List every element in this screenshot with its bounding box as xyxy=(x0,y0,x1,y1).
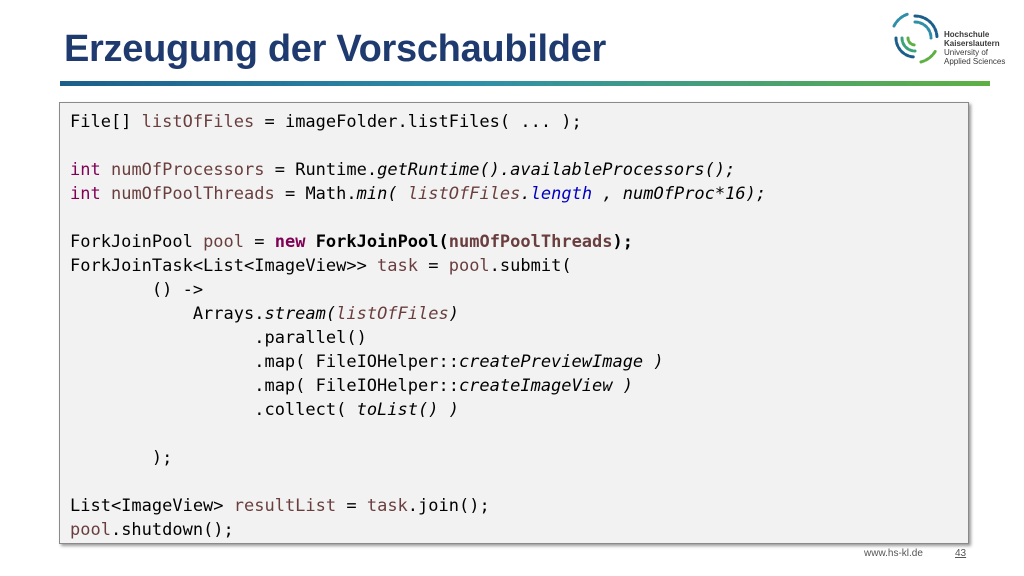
code-token: , numOfProc*16); xyxy=(592,184,767,204)
code-token: listOfFiles xyxy=(336,304,449,324)
code-line: int numOfPoolThreads = Math.min( listOfF… xyxy=(70,182,766,206)
code-line xyxy=(70,422,766,446)
logo-text: Hochschule Kaiserslautern University of … xyxy=(944,30,1005,66)
code-token: stream( xyxy=(264,304,337,324)
code-line: int numOfProcessors = Runtime.getRuntime… xyxy=(70,158,766,182)
code-token: .submit( xyxy=(489,256,572,276)
code-token: numOfProcessors xyxy=(110,160,265,180)
code-token: = xyxy=(336,496,367,516)
code-line: ForkJoinPool pool = new ForkJoinPool(num… xyxy=(70,230,766,254)
code-line: .map( FileIOHelper::createImageView ) xyxy=(70,374,766,398)
code-token: toList() ) xyxy=(356,400,459,420)
code-token: File[] xyxy=(70,112,142,132)
code-token: listOfFiles xyxy=(407,184,521,204)
code-line: File[] listOfFiles = imageFolder.listFil… xyxy=(70,110,766,134)
code-token: new xyxy=(274,232,306,252)
code-token: .map( FileIOHelper:: xyxy=(70,376,459,396)
code-token: numOfPoolThreads xyxy=(110,184,275,204)
code-line: pool.shutdown(); xyxy=(70,518,766,542)
code-token: . xyxy=(520,184,531,204)
code-line: .collect( toList() ) xyxy=(70,398,766,422)
code-line xyxy=(70,134,766,158)
code-token: ) xyxy=(448,304,459,324)
logo-mark-icon xyxy=(892,12,939,64)
code-token: listOfFiles xyxy=(141,112,255,132)
code-token: ForkJoinPool( xyxy=(305,232,449,252)
code-token xyxy=(101,160,111,180)
code-token: .map( FileIOHelper:: xyxy=(70,352,459,372)
code-token: pool xyxy=(203,232,245,252)
code-token: .collect( xyxy=(70,400,357,420)
code-token: createPreviewImage ) xyxy=(458,352,664,372)
code-line: List<ImageView> resultList = task.join()… xyxy=(70,494,766,518)
code-line: Arrays.stream(listOfFiles) xyxy=(70,302,766,326)
university-logo: Hochschule Kaiserslautern University of … xyxy=(888,8,1018,74)
code-line: ); xyxy=(70,446,766,470)
code-token: length xyxy=(530,184,593,204)
code-token: task xyxy=(366,496,408,516)
code-line: .map( FileIOHelper::createPreviewImage ) xyxy=(70,350,766,374)
code-token: = xyxy=(418,256,449,276)
code-token: int xyxy=(70,184,101,204)
title-underline-bar xyxy=(60,81,990,86)
code-token: pool xyxy=(448,256,490,276)
code-token: createImageView ) xyxy=(458,376,633,396)
footer-url: www.hs-kl.de xyxy=(864,548,923,559)
logo-name-line1: Hochschule xyxy=(944,30,990,39)
code-token: = Runtime. xyxy=(264,160,378,180)
code-token: List<ImageView> xyxy=(70,496,234,516)
code-token: numOfPoolThreads xyxy=(448,232,613,252)
code-token: = imageFolder.listFiles( ... ); xyxy=(254,112,582,132)
logo-sub-line1: University of xyxy=(944,48,989,57)
code-token: pool xyxy=(70,520,111,540)
code-token: task xyxy=(377,256,418,276)
code-line xyxy=(70,206,766,230)
code-token: .shutdown(); xyxy=(110,520,234,540)
slide-title: Erzeugung der Vorschaubilder xyxy=(64,28,606,70)
code-token: .parallel() xyxy=(70,328,367,348)
code-listing-box: File[] listOfFiles = imageFolder.listFil… xyxy=(59,102,969,544)
code-token: int xyxy=(70,160,101,180)
page-number: 43 xyxy=(955,548,967,559)
code-token: ForkJoinPool xyxy=(70,232,204,252)
code-listing: File[] listOfFiles = imageFolder.listFil… xyxy=(70,110,766,542)
code-line: () -> xyxy=(70,278,766,302)
logo-name-line2: Kaiserslautern xyxy=(944,39,1000,48)
code-token: min( xyxy=(356,184,408,204)
code-token: getRuntime().availableProcessors(); xyxy=(377,160,736,180)
code-token: () -> xyxy=(70,280,204,300)
code-token: .join(); xyxy=(407,496,490,516)
code-token: ); xyxy=(70,448,173,468)
code-token: ); xyxy=(612,232,633,252)
logo-sub-line2: Applied Sciences xyxy=(944,57,1006,66)
code-line xyxy=(70,470,766,494)
code-token: = Math. xyxy=(274,184,357,204)
code-line: .parallel() xyxy=(70,326,766,350)
code-token: = xyxy=(244,232,275,252)
code-token xyxy=(101,184,111,204)
code-token: resultList xyxy=(233,496,337,516)
code-token: ForkJoinTask<List<ImageView>> xyxy=(70,256,378,276)
code-token: Arrays. xyxy=(70,304,265,324)
code-line: ForkJoinTask<List<ImageView>> task = poo… xyxy=(70,254,766,278)
